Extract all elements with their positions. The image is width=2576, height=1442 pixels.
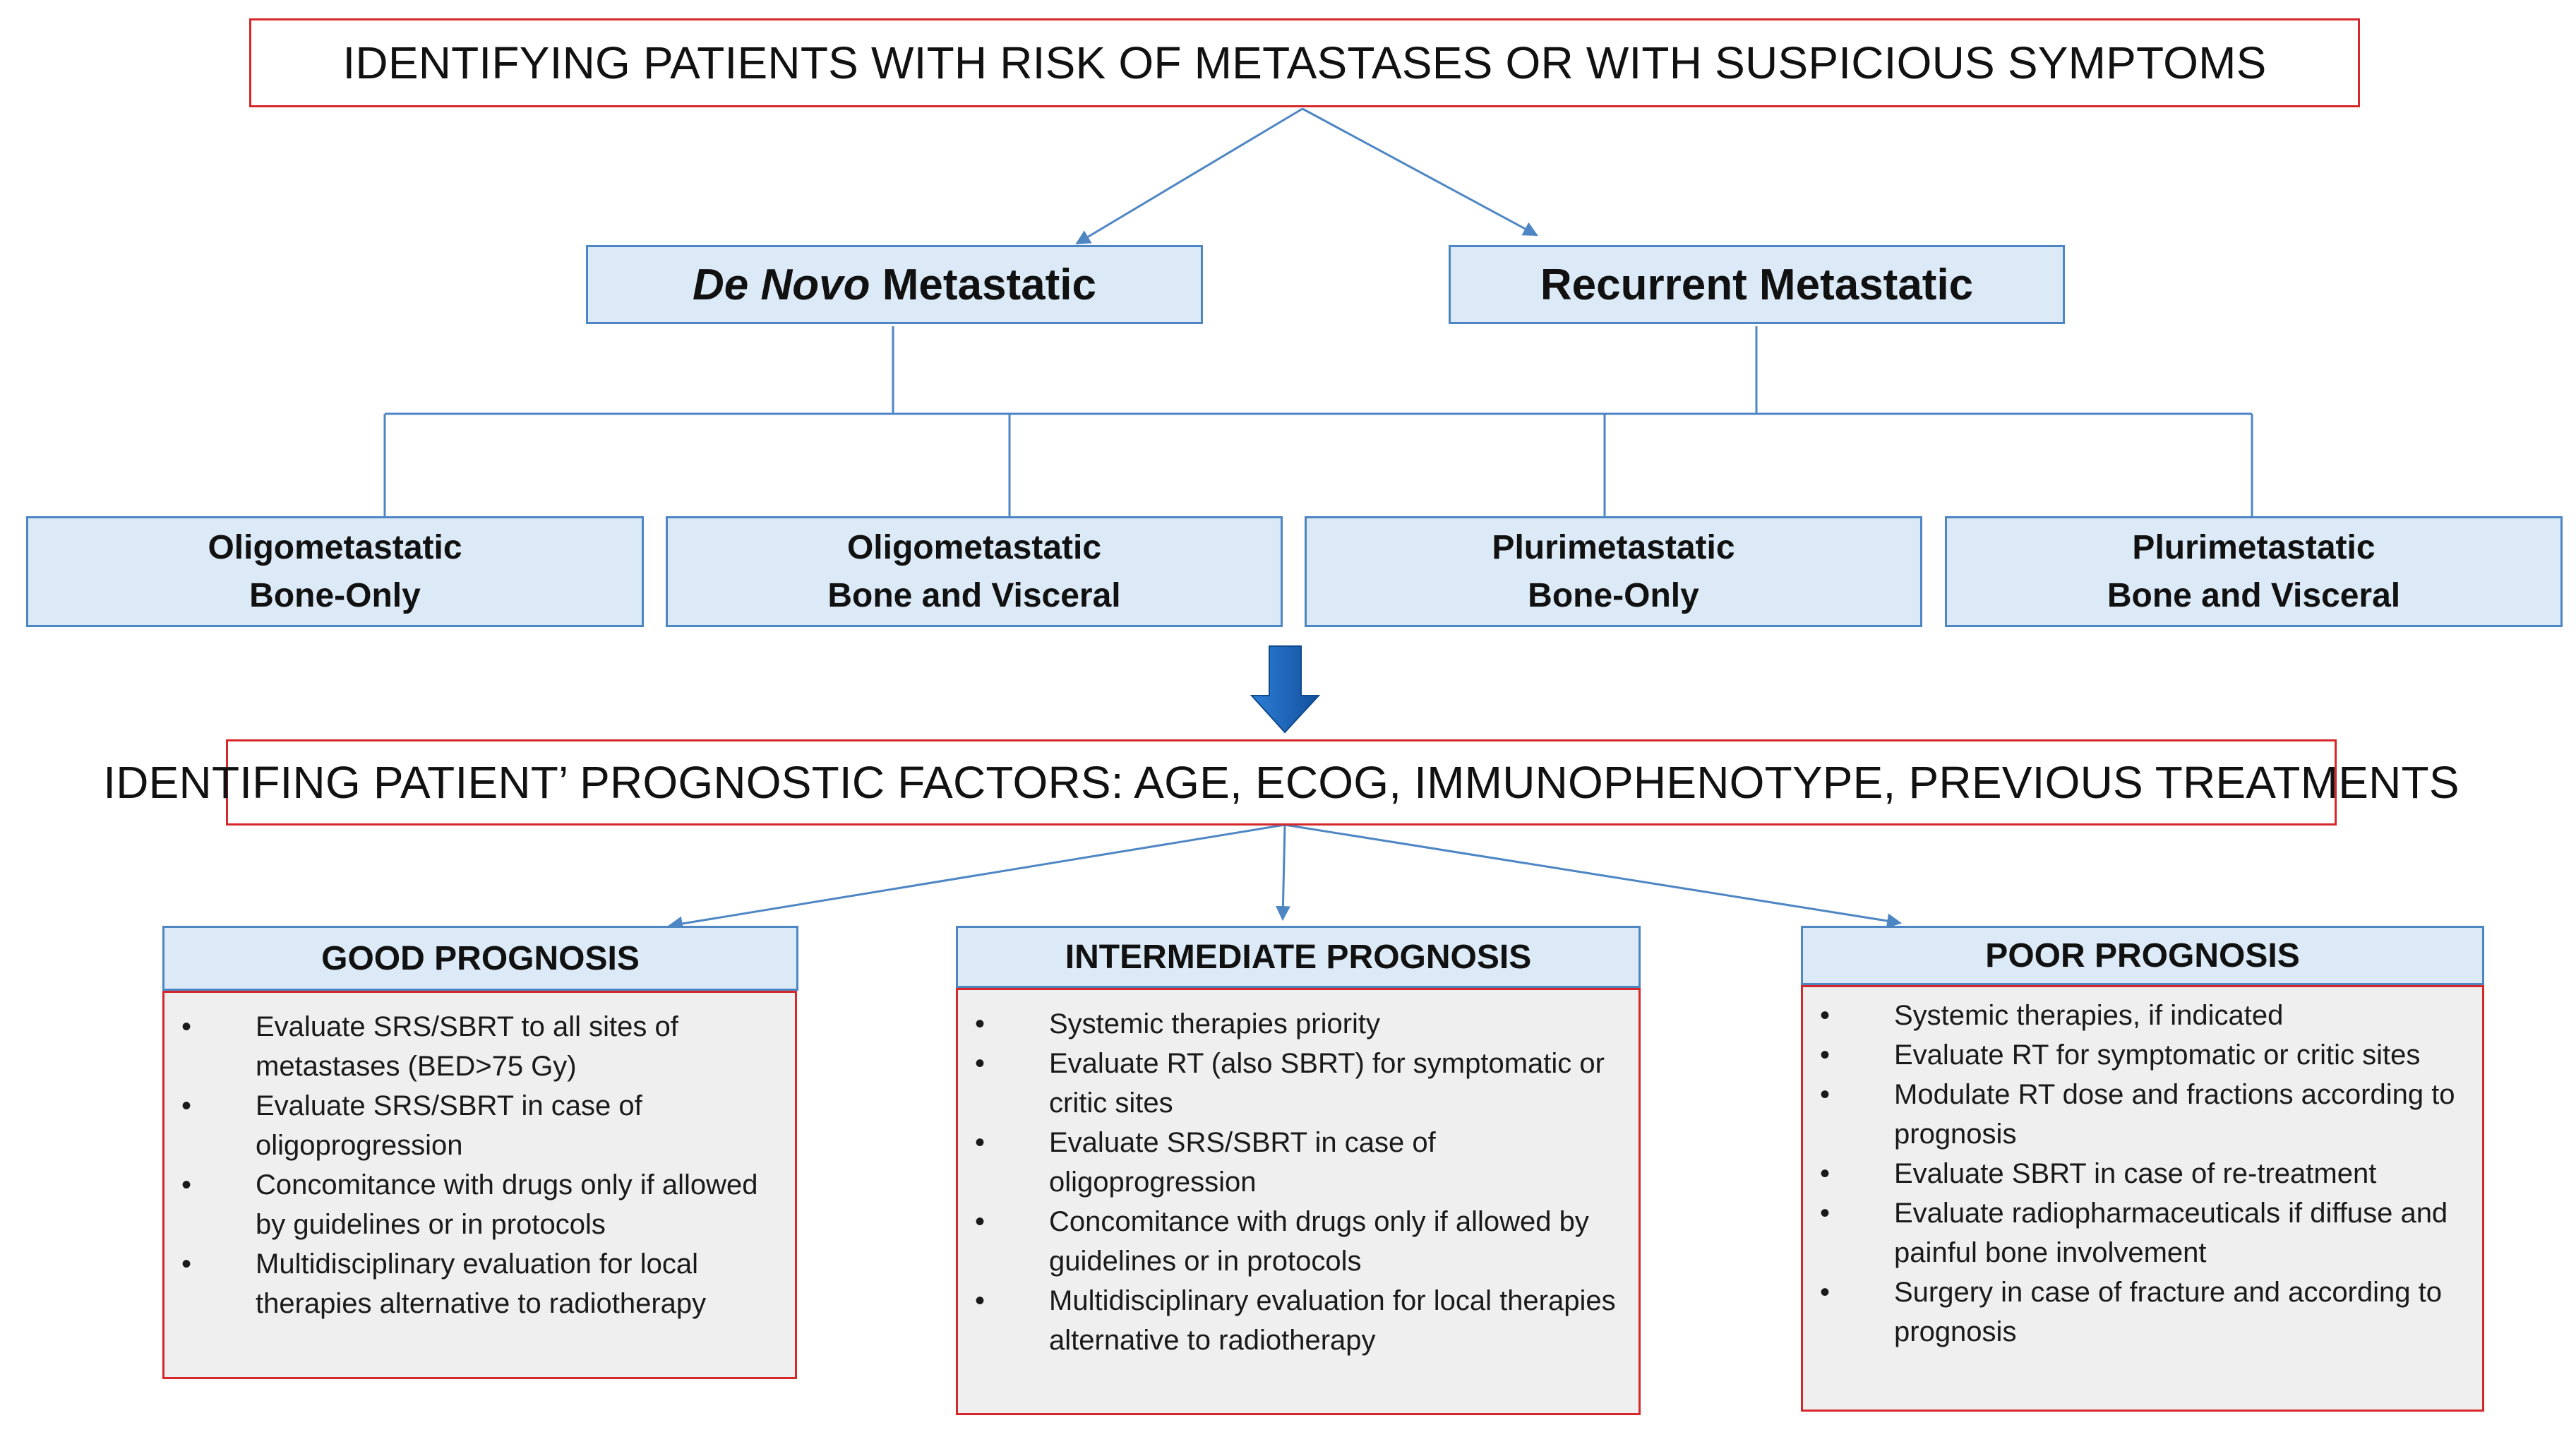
list-item: Evaluate RT for symptomatic or critic si… — [1820, 1035, 2465, 1075]
subtype-line1: Plurimetastatic — [1492, 528, 1735, 566]
list-item: Evaluate SBRT in case of re-treatment — [1820, 1154, 2465, 1193]
subtype-pluri-bone-only: Plurimetastatic Bone-Only — [1305, 516, 1922, 627]
list-item: Evaluate RT (also SBRT) for symptomatic … — [975, 1044, 1622, 1123]
subtype-line2: Bone-Only — [1528, 576, 1699, 614]
arrow-to-poor — [1284, 823, 1903, 929]
intermediate-prognosis-list: Systemic therapies priority Evaluate RT … — [975, 1004, 1622, 1360]
arrow-to-de-novo — [1075, 107, 1303, 245]
list-item: Evaluate SRS/SBRT to all sites of metast… — [181, 1007, 778, 1086]
recurrent-label: Recurrent Metastatic — [1540, 260, 1974, 309]
list-item: Evaluate SRS/SBRT in case of oligoprogre… — [181, 1086, 778, 1165]
subtype-line1: Oligometastatic — [208, 528, 462, 566]
prognostic-factors-text: IDENTIFING PATIENT’ PROGNOSTIC FACTORS: … — [103, 757, 2460, 808]
arrow-to-good — [667, 823, 1286, 931]
poor-prognosis-list: Systemic therapies, if indicated Evaluat… — [1820, 996, 2465, 1352]
intermediate-prognosis-title: INTERMEDIATE PROGNOSIS — [1065, 938, 1532, 976]
subtype-oligo-bone-only: Oligometastatic Bone-Only — [26, 516, 644, 627]
poor-prognosis-body: Systemic therapies, if indicated Evaluat… — [1801, 985, 2484, 1412]
list-item: Evaluate radiopharmaceuticals if diffuse… — [1820, 1193, 2465, 1273]
list-item: Surgery in case of fracture and accordin… — [1820, 1273, 2465, 1352]
subtype-oligo-bone-visceral: Oligometastatic Bone and Visceral — [666, 516, 1283, 627]
subtype-line1: Oligometastatic — [846, 528, 1102, 566]
list-item: Evaluate SRS/SBRT in case of oligoprogre… — [975, 1123, 1622, 1202]
big-down-arrow — [1250, 645, 1321, 734]
good-prognosis-list: Evaluate SRS/SBRT to all sites of metast… — [181, 1007, 778, 1323]
prognostic-factors-banner: IDENTIFING PATIENT’ PROGNOSTIC FACTORS: … — [103, 739, 2460, 826]
intermediate-prognosis-body: Systemic therapies priority Evaluate RT … — [956, 988, 1641, 1415]
subtype-line2: Bone and Visceral — [827, 576, 1121, 614]
arrow-to-intermediate — [1275, 824, 1290, 922]
list-item: Concomitance with drugs only if allowed … — [181, 1165, 778, 1244]
good-prognosis-header: GOOD PROGNOSIS — [162, 926, 798, 991]
list-item: Systemic therapies priority — [975, 1004, 1622, 1044]
list-item: Systemic therapies, if indicated — [1820, 996, 2465, 1035]
poor-prognosis-title: POOR PROGNOSIS — [1985, 936, 2300, 975]
risk-identification-text: IDENTIFYING PATIENTS WITH RISK OF METAST… — [342, 37, 2267, 88]
good-prognosis-body: Evaluate SRS/SBRT to all sites of metast… — [162, 991, 797, 1379]
good-prognosis-title: GOOD PROGNOSIS — [321, 939, 640, 977]
de-novo-rest: Metastatic — [870, 260, 1096, 309]
de-novo-metastatic-box: De Novo Metastatic — [586, 245, 1203, 324]
de-novo-italic: De Novo — [693, 260, 870, 309]
subtype-line1: Plurimetastatic — [2132, 528, 2376, 566]
subtype-pluri-bone-visceral: Plurimetastatic Bone and Visceral — [1945, 516, 2563, 627]
list-item: Concomitance with drugs only if allowed … — [975, 1202, 1622, 1281]
list-item: Modulate RT dose and fractions according… — [1820, 1075, 2465, 1154]
de-novo-label: De Novo Metastatic — [693, 260, 1096, 310]
subtype-line2: Bone-Only — [249, 576, 421, 614]
list-item: Multidisciplinary evaluation for local t… — [975, 1281, 1622, 1360]
risk-identification-banner: IDENTIFYING PATIENTS WITH RISK OF METAST… — [249, 18, 2360, 107]
arrow-to-recurrent — [1302, 107, 1538, 237]
subtype-line2: Bone and Visceral — [2107, 576, 2401, 614]
list-item: Multidisciplinary evaluation for local t… — [181, 1244, 778, 1323]
recurrent-metastatic-box: Recurrent Metastatic — [1449, 245, 2065, 324]
intermediate-prognosis-header: INTERMEDIATE PROGNOSIS — [956, 926, 1641, 988]
poor-prognosis-header: POOR PROGNOSIS — [1801, 926, 2484, 985]
